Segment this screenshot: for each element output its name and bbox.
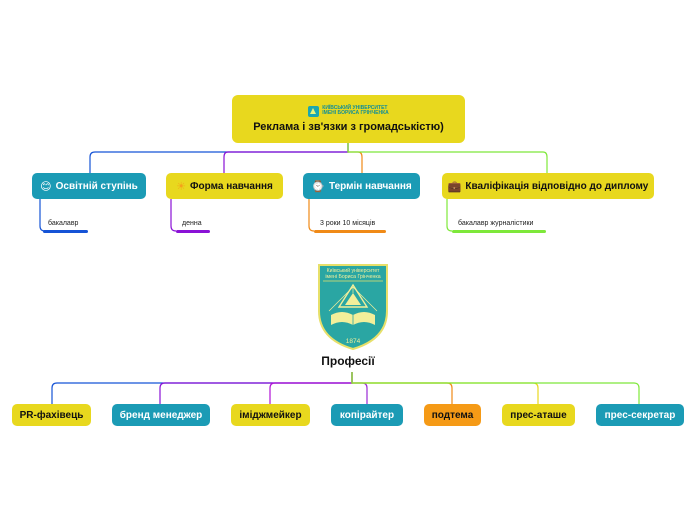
connector-study-duration (347, 143, 363, 173)
connector-copywriter (351, 372, 368, 404)
connector-brand-manager (159, 372, 353, 404)
profession-brand-manager[interactable]: бренд менеджер (112, 404, 210, 426)
university-logo: КИЇВСЬКИЙ УНІВЕРСИТЕТ ІМЕНІ БОРИСА ГРІНЧ… (308, 104, 389, 117)
logo-line-2: ІМЕНІ БОРИСА ГРІНЧЕНКА (322, 110, 389, 116)
leaf-connector-study-duration (308, 199, 315, 232)
profession-image-maker[interactable]: іміджмейкер (231, 404, 310, 426)
profession-press-attache[interactable]: прес-аташе (502, 404, 575, 426)
smile-emoji-icon: 😊 (40, 180, 52, 193)
university-logo-icon (308, 105, 320, 117)
branch-label: Освітній ступінь (55, 180, 138, 192)
profession-copywriter[interactable]: копірайтер (331, 404, 403, 426)
emblem-text-line-2: імені Бориса Грінченка (325, 274, 380, 280)
connector-press-attache (351, 372, 539, 404)
branch-qualification[interactable]: 💼 Кваліфікація відповідно до диплому (442, 173, 654, 199)
connector-press-secretary (351, 372, 640, 404)
university-emblem-icon: Київський університет імені Бориса Грінч… (318, 264, 388, 351)
branch-study-form[interactable]: ☀ Форма навчання (166, 173, 283, 199)
leaf-connector-qualification (446, 199, 453, 232)
leaf-connector-study-form (170, 199, 177, 232)
leaf-underline-study-form (176, 230, 210, 233)
branch-study-duration[interactable]: ⌚ Термін навчання (303, 173, 420, 199)
leaf-underline-education-level (43, 230, 88, 233)
connector-image-maker (269, 372, 353, 404)
sun-emoji-icon: ☀ (176, 180, 186, 193)
leaf-education-level[interactable]: бакалавр (48, 220, 79, 227)
connector-study-form (223, 143, 349, 173)
emblem-text-line-1: Київський університет (327, 267, 380, 274)
branch-label: Термін навчання (328, 180, 412, 192)
leaf-underline-qualification (452, 230, 546, 233)
connector-education-level (89, 143, 349, 173)
briefcase-emoji-icon: 💼 (447, 180, 462, 193)
profession-pr-specialist[interactable]: PR-фахівець (12, 404, 91, 426)
leaf-connector-education-level (39, 199, 46, 232)
profession-press-secretary[interactable]: прес-секретар (596, 404, 684, 426)
watch-emoji-icon: ⌚ (311, 180, 325, 193)
branch-label: Форма навчання (189, 180, 273, 192)
branch-label: Кваліфікація відповідно до диплому (465, 180, 649, 192)
center-topic-title[interactable]: Професії (321, 354, 375, 368)
logo-line-1: КИЇВСЬКИЙ УНІВЕРСИТЕТ (322, 104, 388, 111)
connector-pr-specialist (51, 372, 353, 404)
root-title: Реклама і зв'язки з громадськістю) (253, 120, 444, 133)
leaf-study-duration[interactable]: 3 роки 10 місяців (320, 220, 376, 227)
emblem-year: 1874 (346, 338, 361, 345)
profession-subtopic[interactable]: подтема (424, 404, 481, 426)
leaf-study-form[interactable]: денна (182, 220, 202, 227)
branch-education-level[interactable]: 😊 Освітній ступінь (32, 173, 146, 199)
leaf-underline-study-duration (314, 230, 386, 233)
root-topic[interactable]: КИЇВСЬКИЙ УНІВЕРСИТЕТ ІМЕНІ БОРИСА ГРІНЧ… (232, 95, 465, 143)
leaf-qualification[interactable]: бакалавр журналістики (458, 220, 534, 227)
connector-qualification (347, 143, 548, 173)
